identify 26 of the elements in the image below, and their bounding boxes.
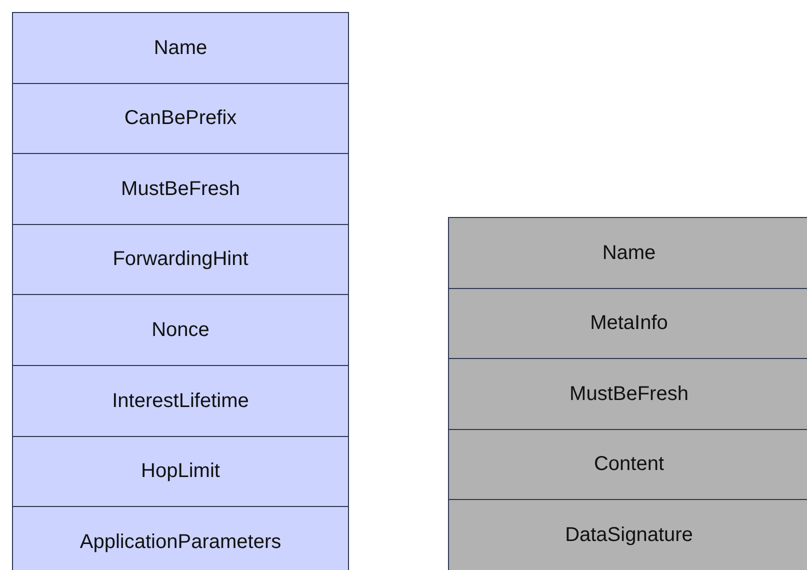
field-name: MetaInfo <box>590 312 668 336</box>
field-name: MustBeFresh <box>121 178 240 201</box>
field-row <box>448 217 807 290</box>
field-name: Nonce <box>152 318 210 342</box>
field-name: CanBePrefix <box>124 107 237 130</box>
field-name: HopLimit <box>141 460 220 484</box>
field-name: ForwardingHint <box>112 248 248 272</box>
field-row <box>12 224 349 296</box>
field-name: MustBeFresh <box>570 382 688 406</box>
field-name: ApplicationParameters <box>80 530 282 554</box>
field-row <box>448 428 807 501</box>
field-row <box>12 365 349 438</box>
field-row <box>12 153 349 226</box>
field-row <box>448 288 807 360</box>
field-name: Name <box>154 36 208 60</box>
field-row <box>448 499 807 570</box>
field-row <box>12 82 349 155</box>
field-row <box>12 436 349 508</box>
field-name: InterestLifetime <box>112 390 249 413</box>
field-name: DataSignature <box>565 524 693 547</box>
field-name: Content <box>594 453 664 476</box>
field-name: Name <box>602 242 656 265</box>
field-row <box>12 506 349 570</box>
field-row <box>12 294 349 366</box>
field-row <box>12 12 349 84</box>
field-row <box>448 358 807 430</box>
